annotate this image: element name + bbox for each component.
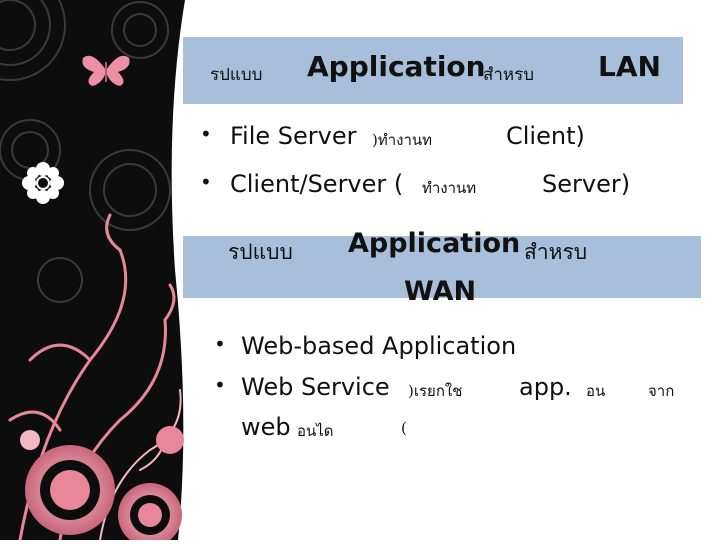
section1-heading-app: Application xyxy=(307,50,486,83)
floral-swirl-decoration xyxy=(0,0,185,544)
flower-icon xyxy=(22,162,64,204)
section1-heading-lan: LAN xyxy=(598,50,661,83)
decorative-left-panel xyxy=(0,0,200,544)
section1-heading-thai1: รปแบบ xyxy=(210,65,263,85)
section1-heading-thai2: สำหรบ xyxy=(483,65,535,85)
section1-heading-banner xyxy=(183,37,683,104)
section2-heading-banner xyxy=(183,236,701,298)
butterfly-icon xyxy=(82,55,130,86)
